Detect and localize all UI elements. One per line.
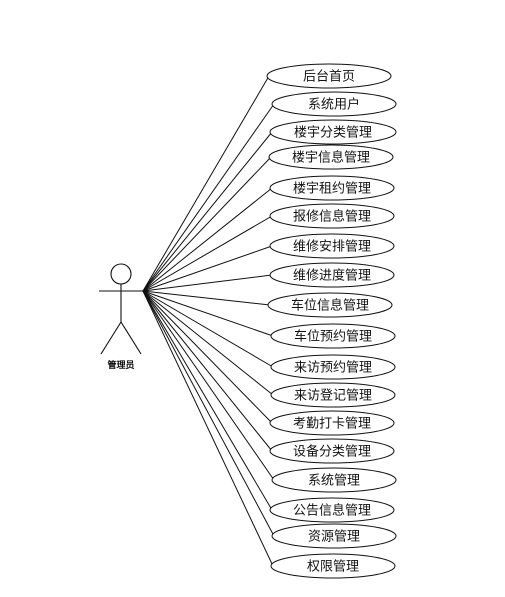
use-case-ellipse	[269, 262, 395, 288]
use-case-label: 车位预约管理	[294, 329, 372, 345]
use-case-ellipse	[269, 438, 395, 464]
actor-right-leg	[120, 321, 142, 355]
use-case-label: 楼宇信息管理	[292, 150, 370, 166]
use-case-label: 楼宇分类管理	[294, 126, 372, 141]
association-line	[142, 103, 275, 292]
use-case-ellipse	[269, 119, 397, 145]
use-case: 来访登记管理	[270, 382, 396, 408]
use-case: 设备分类管理	[269, 438, 395, 464]
use-case: 系统用户	[271, 91, 397, 117]
use-case-ellipse	[270, 354, 396, 380]
association-line	[142, 290, 275, 537]
association-line	[142, 290, 273, 511]
use-case: 维修进度管理	[269, 262, 395, 288]
use-case: 考勤打卡管理	[269, 410, 395, 436]
actor-figure	[99, 263, 144, 355]
association-line	[142, 290, 274, 396]
use-case-ellipse	[270, 323, 396, 349]
association-line	[142, 290, 271, 306]
use-case-ellipse	[269, 175, 395, 201]
association-line	[142, 75, 270, 292]
use-case-list: 后台首页系统用户楼宇分类管理楼宇信息管理楼宇租约管理报修信息管理维修安排管理维修…	[266, 63, 397, 579]
use-case: 资源管理	[271, 523, 397, 549]
use-case-label: 来访预约管理	[294, 361, 372, 376]
association-line	[142, 290, 274, 337]
use-case-label: 系统管理	[308, 474, 360, 489]
association-line	[142, 245, 273, 292]
use-case-label: 权限管理	[307, 559, 359, 575]
use-case-label: 楼宇租约管理	[293, 182, 371, 197]
use-case: 车位信息管理	[267, 292, 393, 318]
use-case: 楼宇信息管理	[268, 144, 394, 170]
use-case-label: 车位信息管理	[291, 298, 369, 314]
use-case-ellipse	[271, 467, 397, 493]
use-case: 权限管理	[270, 553, 396, 579]
use-case: 楼宇分类管理	[269, 119, 397, 145]
association-line	[142, 290, 273, 424]
actor-label: 管理员	[107, 359, 134, 371]
association-line	[142, 187, 273, 292]
use-case-ellipse	[269, 410, 395, 436]
association-line	[142, 290, 273, 452]
use-case-ellipse	[267, 292, 393, 318]
use-case: 维修安排管理	[269, 233, 395, 259]
use-case-label: 来访登记管理	[294, 389, 372, 404]
use-case-ellipse	[270, 382, 396, 408]
use-case: 系统管理	[271, 467, 397, 493]
association-line	[142, 215, 273, 292]
use-case-ellipse	[271, 523, 397, 549]
use-case-label: 设备分类管理	[293, 444, 371, 460]
use-case-ellipse	[268, 144, 394, 170]
use-case-label: 公告信息管理	[293, 503, 371, 519]
use-case: 报修信息管理	[269, 203, 395, 229]
association-line	[142, 274, 273, 292]
association-line	[142, 131, 273, 292]
use-case-label: 报修信息管理	[293, 209, 371, 225]
use-case-label: 资源管理	[308, 530, 360, 545]
use-case-ellipse	[269, 203, 395, 229]
actor-left-leg	[100, 321, 122, 355]
use-case: 车位预约管理	[270, 323, 396, 349]
use-case-ellipse	[269, 497, 395, 523]
actor-head	[110, 263, 132, 285]
use-case-label: 后台首页	[303, 70, 355, 85]
use-case: 来访预约管理	[270, 354, 396, 380]
use-case: 公告信息管理	[269, 497, 395, 523]
use-case-label: 考勤打卡管理	[293, 417, 371, 432]
use-case-label: 系统用户	[308, 97, 360, 113]
association-line	[142, 290, 275, 481]
use-case-label: 维修进度管理	[293, 268, 371, 284]
use-case: 后台首页	[266, 63, 392, 89]
use-case-ellipse	[271, 91, 397, 117]
association-line	[142, 156, 272, 292]
use-case-ellipse	[270, 553, 396, 579]
use-case-ellipse	[266, 63, 392, 89]
association-lines	[142, 75, 275, 567]
use-case-ellipse	[269, 233, 395, 259]
association-line	[142, 290, 274, 567]
association-line	[142, 290, 274, 368]
use-case-label: 维修安排管理	[293, 240, 371, 255]
use-case: 楼宇租约管理	[269, 175, 395, 201]
